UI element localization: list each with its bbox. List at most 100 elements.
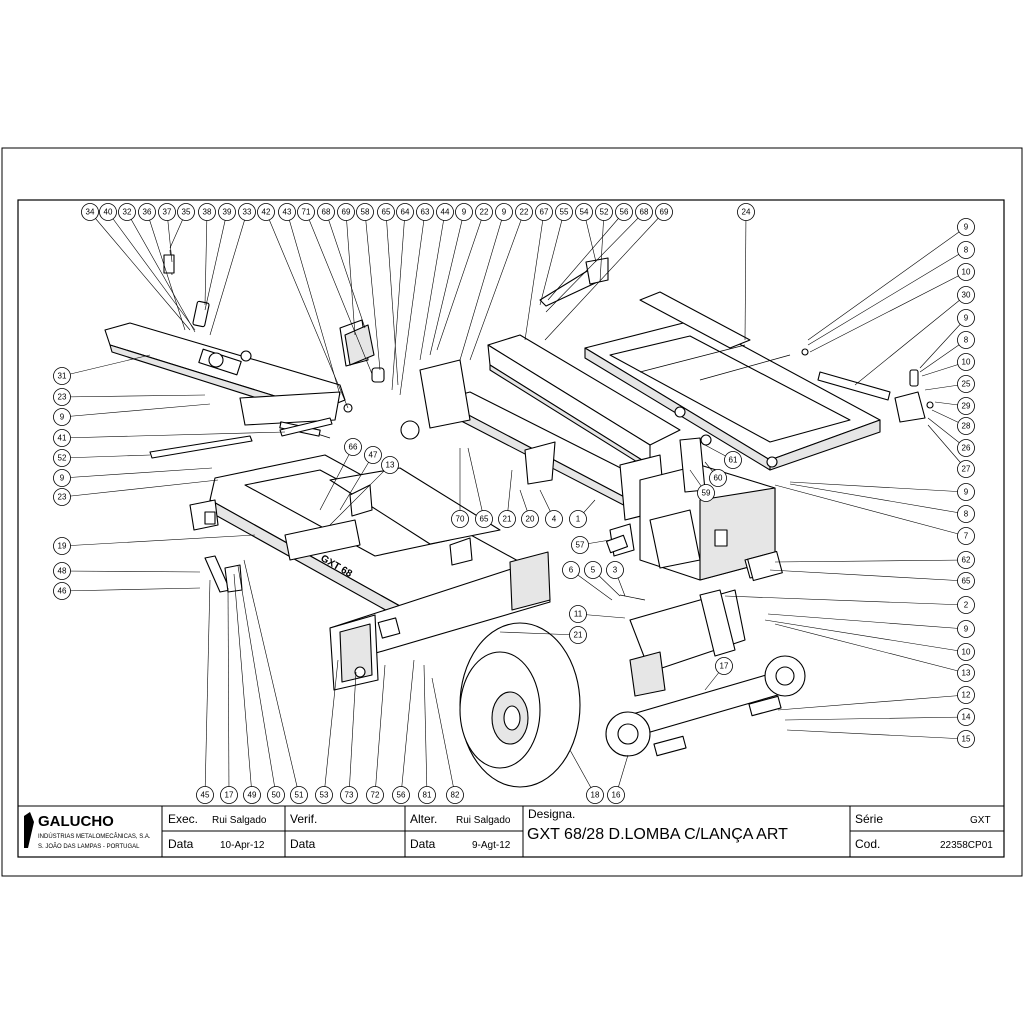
callout-bubble bbox=[53, 582, 71, 600]
callout-number: 25 bbox=[962, 380, 971, 389]
callout-10: 10 bbox=[809, 263, 975, 353]
callout-leader bbox=[107, 211, 196, 331]
callout-bubble bbox=[957, 286, 975, 304]
callout-number: 73 bbox=[345, 791, 354, 800]
callout-number: 52 bbox=[600, 208, 609, 217]
callout-bubble bbox=[555, 203, 573, 221]
callout-number: 64 bbox=[401, 208, 410, 217]
exec-date-label: Data bbox=[168, 837, 194, 851]
callout-bubble bbox=[53, 562, 71, 580]
callout-bubble bbox=[584, 561, 602, 579]
callout-leader bbox=[539, 211, 565, 306]
verif-label: Verif. bbox=[290, 812, 317, 826]
callout-number: 17 bbox=[225, 791, 234, 800]
callout-35: 35 bbox=[169, 203, 195, 249]
callout-7: 7 bbox=[774, 484, 975, 545]
callout-number: 72 bbox=[371, 791, 380, 800]
callout-leader bbox=[61, 534, 256, 547]
callout-8: 8 bbox=[807, 241, 975, 346]
callout-69: 69 bbox=[337, 203, 356, 336]
callout-12: 12 bbox=[777, 686, 975, 711]
company-name: GALUCHO bbox=[38, 813, 114, 830]
callout-54: 54 bbox=[575, 203, 597, 263]
callout-leader bbox=[233, 573, 253, 796]
callout-leader bbox=[767, 613, 967, 630]
callout-65: 65 bbox=[377, 203, 399, 386]
callout-number: 30 bbox=[962, 291, 971, 300]
callout-leader bbox=[323, 659, 339, 796]
callout-bubble bbox=[198, 203, 216, 221]
callout-leader bbox=[419, 211, 446, 361]
callout-bubble bbox=[957, 505, 975, 523]
callout-leader bbox=[774, 559, 967, 563]
callout-number: 27 bbox=[962, 465, 971, 474]
callout-number: 62 bbox=[962, 556, 971, 565]
callout-number: 13 bbox=[962, 669, 971, 678]
callout-bubble bbox=[655, 203, 673, 221]
callout-2: 2 bbox=[724, 595, 975, 614]
callout-40: 40 bbox=[99, 203, 196, 331]
callout-bubble bbox=[724, 451, 742, 469]
callout-21: 21 bbox=[499, 626, 587, 644]
callout-bubble bbox=[615, 203, 633, 221]
callout-leader bbox=[339, 454, 374, 511]
callout-leader bbox=[809, 271, 967, 353]
callout-leader bbox=[204, 579, 211, 796]
callout-number: 32 bbox=[123, 208, 132, 217]
callout-bubble bbox=[957, 241, 975, 259]
callout-leader bbox=[431, 677, 456, 796]
callout-number: 66 bbox=[349, 443, 358, 452]
callout-leader bbox=[348, 671, 357, 796]
callout-number: 9 bbox=[60, 474, 65, 483]
callout-number: 45 bbox=[201, 791, 210, 800]
callout-number: 38 bbox=[203, 208, 212, 217]
callout-bubble bbox=[377, 203, 395, 221]
callout-bubble bbox=[635, 203, 653, 221]
callout-bubble bbox=[451, 510, 469, 528]
callout-number: 65 bbox=[962, 577, 971, 586]
callout-number: 34 bbox=[86, 208, 95, 217]
parts-illustration: GXT 68 bbox=[104, 249, 934, 788]
callout-bubble bbox=[957, 331, 975, 349]
callout-bubble bbox=[498, 510, 516, 528]
upper-right-frame bbox=[584, 291, 881, 471]
callout-49: 49 bbox=[233, 573, 261, 804]
callout-82: 82 bbox=[431, 677, 464, 804]
callout-bubble bbox=[455, 203, 473, 221]
callout-69: 69 bbox=[544, 203, 673, 341]
callout-number: 8 bbox=[964, 246, 969, 255]
callout-leader bbox=[209, 211, 248, 336]
callout-bubble bbox=[957, 417, 975, 435]
callout-59: 59 bbox=[689, 469, 715, 502]
callout-9: 9 bbox=[459, 203, 513, 361]
callout-bubble bbox=[569, 626, 587, 644]
callout-number: 9 bbox=[60, 413, 65, 422]
callout-70: 70 bbox=[451, 448, 469, 528]
callout-71: 71 bbox=[297, 203, 373, 375]
callout-38: 38 bbox=[198, 203, 216, 306]
callout-bubble bbox=[957, 686, 975, 704]
callout-37: 37 bbox=[158, 203, 176, 263]
callout-bubble bbox=[81, 203, 99, 221]
callout-11: 11 bbox=[569, 605, 626, 623]
callout-bubble bbox=[243, 786, 261, 804]
callout-number: 6 bbox=[569, 566, 574, 575]
callout-bubble bbox=[53, 388, 71, 406]
callout-number: 65 bbox=[480, 515, 489, 524]
callout-leader bbox=[391, 211, 406, 391]
callout-number: 9 bbox=[964, 314, 969, 323]
callout-29: 29 bbox=[934, 397, 975, 415]
callout-number: 11 bbox=[574, 610, 583, 619]
callout-number: 52 bbox=[58, 454, 67, 463]
callout-leader bbox=[789, 483, 967, 515]
callout-number: 53 bbox=[320, 791, 329, 800]
callout-leader bbox=[423, 664, 428, 796]
callout-56: 56 bbox=[547, 203, 633, 301]
callout-leader bbox=[61, 394, 206, 398]
company-logo: GALUCHO bbox=[24, 812, 114, 848]
designation-text: GXT 68/28 D.LOMBA C/LANÇA ART bbox=[527, 826, 788, 843]
callout-number: 48 bbox=[58, 567, 67, 576]
callout-number: 46 bbox=[58, 587, 67, 596]
exec-label: Exec. bbox=[168, 812, 198, 826]
